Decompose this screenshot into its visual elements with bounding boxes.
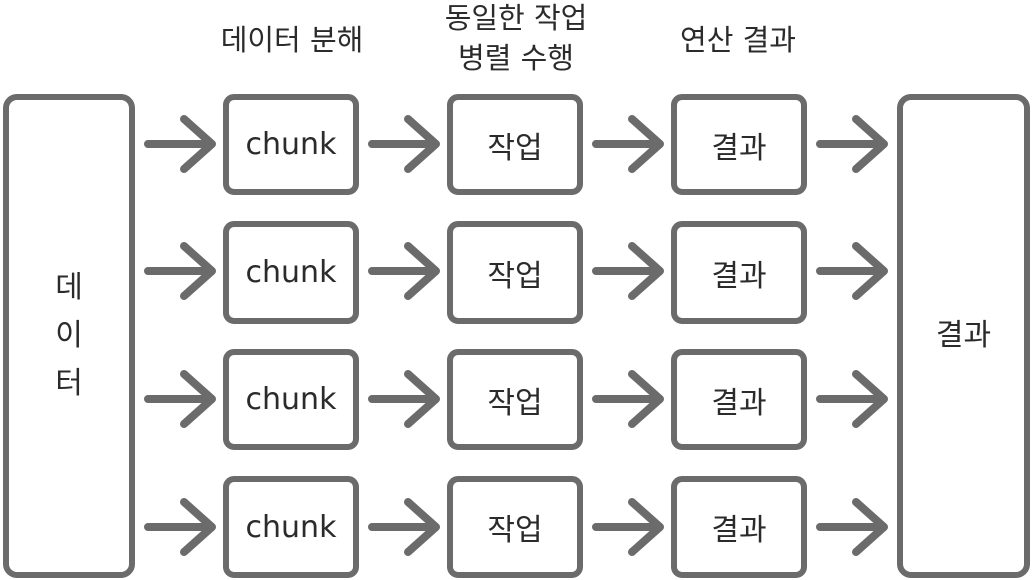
arrow-right-icon <box>372 502 436 552</box>
result-box: 결과 <box>671 221 807 324</box>
arrow-right-icon <box>596 119 660 169</box>
header-parallel-line2: 병렬 수행 <box>458 41 574 75</box>
task-label: 작업 <box>487 130 543 166</box>
header-parallel-task: 동일한 작업 병렬 수행 <box>420 0 612 78</box>
source-char-3: 터 <box>55 366 83 401</box>
header-compute-result: 연산 결과 <box>642 20 834 60</box>
task-label: 작업 <box>487 258 543 294</box>
arrow-right-icon <box>148 119 212 169</box>
chunk-label: chunk <box>245 255 337 290</box>
chunk-box: chunk <box>223 94 359 195</box>
source-char-1: 데 <box>55 270 83 305</box>
result-label: 결과 <box>711 258 767 294</box>
arrow-right-icon <box>372 246 436 296</box>
arrow-right-icon <box>148 374 212 424</box>
task-label: 작업 <box>487 385 543 421</box>
arrow-right-icon <box>596 374 660 424</box>
arrow-right-icon <box>372 119 436 169</box>
chunk-label: chunk <box>245 382 337 417</box>
task-label: 작업 <box>487 513 543 548</box>
chunk-box: chunk <box>223 349 359 450</box>
arrow-right-icon <box>372 374 436 424</box>
task-box: 작업 <box>447 94 583 195</box>
arrow-right-icon <box>148 246 212 296</box>
header-data-split-label: 데이터 분해 <box>220 23 364 57</box>
result-box: 결과 <box>671 94 807 195</box>
task-box: 작업 <box>447 349 583 450</box>
chunk-box: chunk <box>223 476 359 578</box>
result-box: 결과 <box>671 349 807 450</box>
result-label: 결과 <box>711 513 767 548</box>
arrow-right-icon <box>820 374 884 424</box>
source-data-box: 데 이 터 <box>3 94 135 578</box>
chunk-label: chunk <box>245 127 337 162</box>
header-compute-result-label: 연산 결과 <box>680 23 796 57</box>
header-parallel-line1: 동일한 작업 <box>444 1 588 35</box>
final-result-label: 결과 <box>935 318 992 353</box>
chunk-label: chunk <box>245 509 337 545</box>
final-result-box: 결과 <box>897 94 1030 578</box>
header-data-split: 데이터 분해 <box>196 20 388 60</box>
source-char-2: 이 <box>55 318 83 353</box>
arrow-right-icon <box>820 502 884 552</box>
arrow-right-icon <box>596 502 660 552</box>
arrow-right-icon <box>596 246 660 296</box>
arrow-right-icon <box>820 119 884 169</box>
result-label: 결과 <box>711 130 767 166</box>
arrow-right-icon <box>148 502 212 552</box>
result-label: 결과 <box>711 385 767 421</box>
result-box: 결과 <box>671 476 807 578</box>
task-box: 작업 <box>447 476 583 578</box>
source-data-label: 데 이 터 <box>55 264 83 408</box>
arrow-right-icon <box>820 246 884 296</box>
chunk-box: chunk <box>223 221 359 324</box>
task-box: 작업 <box>447 221 583 324</box>
